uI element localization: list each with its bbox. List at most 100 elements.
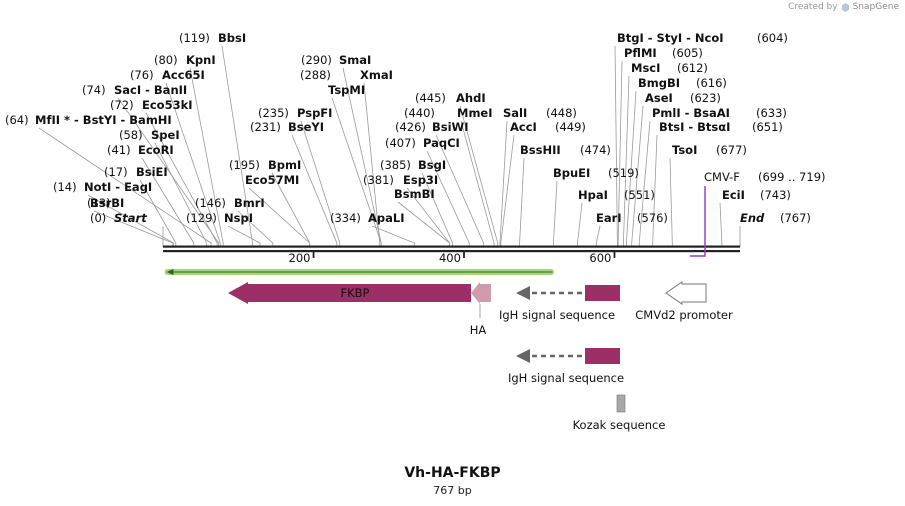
enzyme-position: (449) bbox=[555, 120, 586, 134]
enzyme-label-bsshii[interactable]: (474) BssHII bbox=[520, 143, 611, 157]
enzyme-name: PspFI bbox=[297, 106, 332, 120]
enzyme-label-paqci[interactable]: (407)PaqCI bbox=[385, 136, 460, 150]
fkbp-feature[interactable] bbox=[228, 282, 471, 304]
enzyme-name: AhdI bbox=[456, 91, 486, 105]
enzyme-label-nspi[interactable]: (129)NspI bbox=[186, 211, 253, 225]
enzyme-label-pspfi[interactable]: (235)PspFI bbox=[258, 106, 332, 120]
enzyme-label-bbsi[interactable]: (119)BbsI bbox=[179, 31, 246, 45]
enzyme-label-tspmi[interactable]: TspMI bbox=[328, 83, 365, 97]
enzyme-label-pflmi[interactable]: (605)PflMI bbox=[624, 46, 703, 60]
enzyme-name: SpeI bbox=[151, 128, 180, 142]
enzyme-position: (17) bbox=[104, 165, 128, 179]
enzyme-name: BmrI bbox=[234, 196, 265, 210]
ruler-tick bbox=[463, 252, 465, 258]
enzyme-name: BssHII bbox=[520, 143, 561, 157]
cmv-f-primer-mark[interactable] bbox=[690, 186, 706, 257]
snapgene-logo-icon bbox=[841, 2, 849, 12]
enzyme-name: NotI - EagI bbox=[84, 180, 152, 194]
enzyme-label-sali[interactable]: (448)SalI bbox=[503, 106, 577, 120]
enzyme-name: NspI bbox=[224, 211, 253, 225]
ruler-label: 400 bbox=[439, 251, 461, 265]
enzyme-position: (605) bbox=[672, 46, 703, 60]
enzyme-label-bsiwi[interactable]: (426)BsiWI bbox=[395, 120, 469, 134]
ruler-label: 200 bbox=[289, 251, 311, 265]
enzyme-position: (445) bbox=[415, 91, 446, 105]
enzyme-position: (474) bbox=[580, 143, 611, 157]
cmvd2-promoter-feature[interactable] bbox=[665, 281, 707, 305]
cut-line-mmei bbox=[460, 120, 495, 247]
map-title: Vh-HA-FKBP bbox=[404, 465, 501, 481]
cut-line-bseyi bbox=[291, 134, 338, 247]
kozak-sequence-feature[interactable] bbox=[616, 394, 626, 413]
enzyme-name: PmlI - BsaAI bbox=[652, 106, 730, 120]
enzyme-name: KpnI bbox=[186, 53, 216, 67]
enzyme-label-btgi-styi-ncoi[interactable]: (604)BtgI - StyI - NcoI bbox=[617, 31, 788, 45]
enzyme-position: (604) bbox=[757, 31, 788, 45]
enzyme-label-mmei[interactable]: (440)MmeI bbox=[404, 106, 493, 120]
enzyme-position: (64) bbox=[5, 113, 29, 127]
enzyme-label-bsgi[interactable]: (385)BsgI bbox=[380, 158, 446, 172]
enzyme-label-end[interactable]: (767)End bbox=[740, 211, 811, 225]
translation-arrow bbox=[164, 269, 555, 275]
enzyme-position: (74) bbox=[82, 83, 106, 97]
enzyme-position: (76) bbox=[130, 68, 154, 82]
enzyme-name: SacI - BanII bbox=[114, 83, 187, 97]
enzyme-label-pmli-bsaai[interactable]: (633) PmlI - BsaAI bbox=[652, 106, 787, 120]
enzyme-name: Start bbox=[114, 211, 147, 225]
enzyme-position: (146) bbox=[195, 196, 226, 210]
cut-line-pmli-bsaai bbox=[638, 120, 651, 247]
enzyme-label-smai[interactable]: (290)SmaI bbox=[301, 53, 371, 67]
enzyme-label-hpai[interactable]: (551)HpaI bbox=[578, 188, 655, 202]
enzyme-label-bmri[interactable]: (146) BmrI bbox=[195, 196, 265, 210]
enzyme-name: BsmBI bbox=[394, 187, 435, 201]
enzyme-label-bmgbi[interactable]: (616)BmgBI bbox=[638, 76, 727, 90]
enzyme-name: BseYI bbox=[288, 120, 324, 134]
enzyme-position: (623) bbox=[690, 91, 721, 105]
enzyme-label-ahdi[interactable]: (445) AhdI bbox=[415, 91, 486, 105]
enzyme-label-xmai[interactable]: (288)XmaI bbox=[300, 68, 393, 82]
enzyme-label-asei[interactable]: (623)AseI bbox=[645, 91, 721, 105]
enzyme-label-bpuei[interactable]: (519)BpuEI bbox=[553, 166, 639, 180]
cmvd2-promoter-label: CMVd2 promoter bbox=[635, 308, 733, 322]
enzyme-label-saci-banii[interactable]: (74) SacI - BanII bbox=[82, 83, 187, 97]
enzyme-label-eari[interactable]: (576)EarI bbox=[596, 211, 668, 225]
enzyme-label-bsmbi[interactable]: BsmBI bbox=[394, 187, 435, 201]
kozak-label: Kozak sequence bbox=[573, 418, 666, 432]
enzyme-label-acc65i[interactable]: (76)Acc65I bbox=[130, 68, 205, 82]
enzyme-label-acci[interactable]: (449) AccI bbox=[510, 120, 586, 134]
cut-line-bsiwi bbox=[435, 134, 484, 247]
enzyme-label-start[interactable]: (0)Start bbox=[90, 211, 147, 225]
map-length: 767 bp bbox=[433, 484, 472, 497]
enzyme-label-kpni[interactable]: (80)KpnI bbox=[154, 53, 216, 67]
igh-signal-sequence-2[interactable] bbox=[585, 348, 620, 364]
enzyme-name: BsgI bbox=[418, 158, 446, 172]
enzyme-label-eco57mi[interactable]: Eco57MI bbox=[245, 173, 299, 187]
enzyme-position: (448) bbox=[546, 106, 577, 120]
igh-signal-sequence-1[interactable] bbox=[585, 285, 620, 301]
enzyme-label-tsoi[interactable]: (677)TsoI bbox=[672, 143, 747, 157]
enzyme-label-apali[interactable]: (334)ApaLI bbox=[330, 211, 405, 225]
cut-line-ecii bbox=[719, 202, 723, 247]
enzyme-label-mfii-bstyi-bamhi[interactable]: (64)MfII * - BstYI - BamHI bbox=[5, 113, 172, 127]
enzyme-name: BpmI bbox=[268, 158, 301, 172]
enzyme-label-bsrbi[interactable]: (13)BsrBI bbox=[87, 196, 124, 210]
enzyme-label-esp3i[interactable]: (381)Esp3I bbox=[363, 173, 438, 187]
enzyme-label-msci[interactable]: (612)MscI bbox=[631, 61, 708, 75]
enzyme-position: (13) bbox=[87, 196, 111, 210]
enzyme-label-bpmi[interactable]: (195)BpmI bbox=[229, 158, 301, 172]
enzyme-label-bseyi[interactable]: (231)BseYI bbox=[250, 120, 324, 134]
enzyme-label-spei[interactable]: (58)SpeI bbox=[119, 128, 180, 142]
cut-line-tsoi bbox=[669, 157, 673, 247]
igh-signal-label-1: IgH signal sequence bbox=[499, 308, 615, 322]
enzyme-name: AccI bbox=[510, 120, 537, 134]
ha-tag-feature[interactable] bbox=[471, 282, 491, 304]
ruler-label: 600 bbox=[589, 251, 611, 265]
enzyme-position: (651) bbox=[752, 120, 783, 134]
enzyme-label-btsi-bts-i[interactable]: (651)BtsI - BtsαI bbox=[659, 120, 783, 134]
enzyme-label-ecori[interactable]: (41)EcoRI bbox=[107, 143, 174, 157]
enzyme-label-noti-eagi[interactable]: (14)NotI - EagI bbox=[53, 180, 152, 194]
enzyme-label-ecii[interactable]: (743)EciI bbox=[722, 188, 791, 202]
enzyme-position: (633) bbox=[756, 106, 787, 120]
enzyme-label-eco53ki[interactable]: (72)Eco53kI bbox=[110, 98, 193, 112]
enzyme-label-bsiei[interactable]: (17)BsiEI bbox=[104, 165, 168, 179]
